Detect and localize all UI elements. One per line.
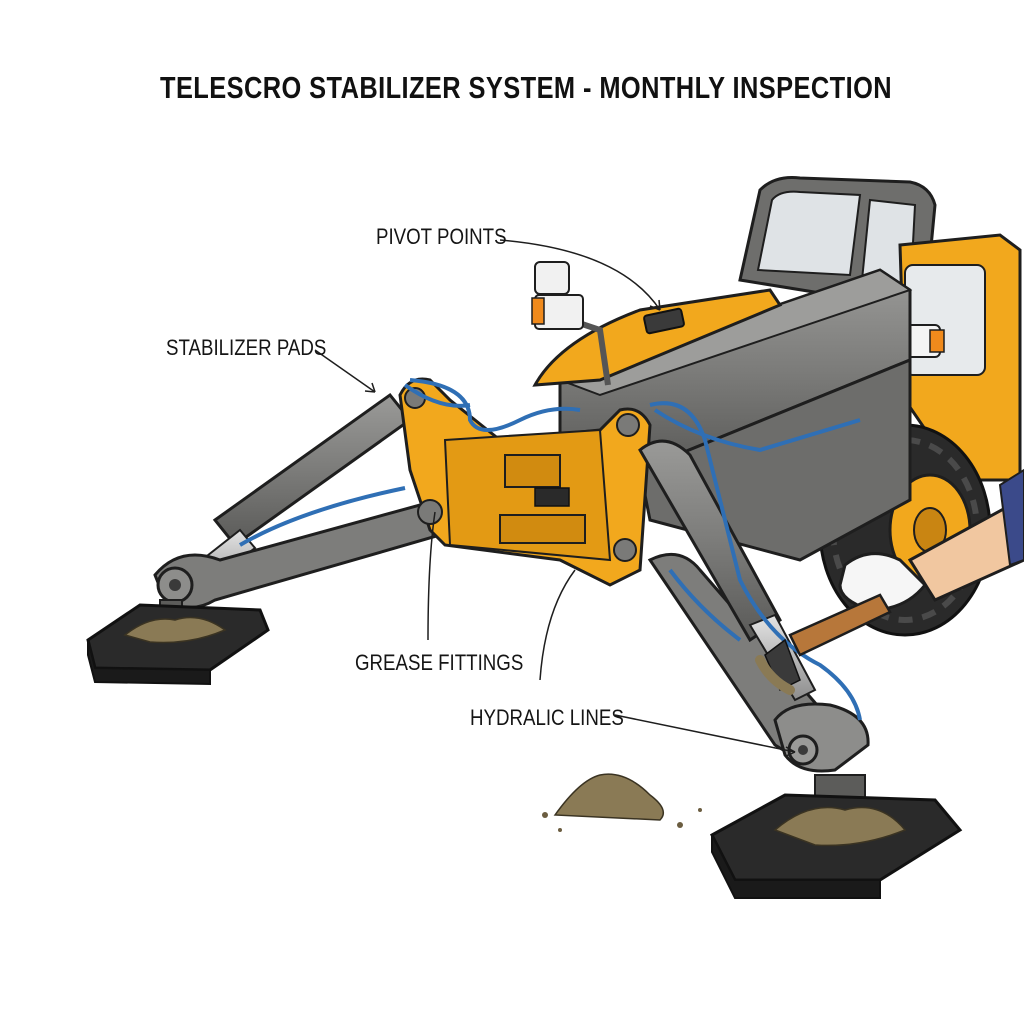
work-light <box>531 261 611 386</box>
left-stabilizer <box>153 392 443 625</box>
front-hood <box>532 288 783 387</box>
cleaning-hand <box>755 468 1024 695</box>
callout-grease-fittings: GREASE FITTINGS <box>355 650 524 675</box>
callout-pivot-points: PIVOT POINTS <box>376 224 507 249</box>
callout-stabilizer-pads: STABILIZER PADS <box>166 335 327 360</box>
grease-fittings-leader-2 <box>539 569 576 681</box>
hydraulic-hoses <box>238 378 862 721</box>
stabilizer-pads-leader <box>314 349 376 393</box>
hydraulic-lines-leader <box>614 714 796 753</box>
right-stabilizer-pad <box>710 793 963 899</box>
diagram-title: TELESCRO STABILIZER SYSTEM - MONTHLY INS… <box>160 70 893 105</box>
operator-cab <box>738 176 937 312</box>
pivot-points-leader <box>499 239 661 311</box>
callout-leaders <box>314 239 796 757</box>
callout-hydraulic-lines: HYDRALIC LINES <box>470 705 624 730</box>
left-stabilizer-pad <box>86 603 270 686</box>
grease-fittings-leader-1 <box>427 511 436 641</box>
dirt-pile <box>542 773 702 832</box>
stabilizer-frame <box>398 377 652 587</box>
